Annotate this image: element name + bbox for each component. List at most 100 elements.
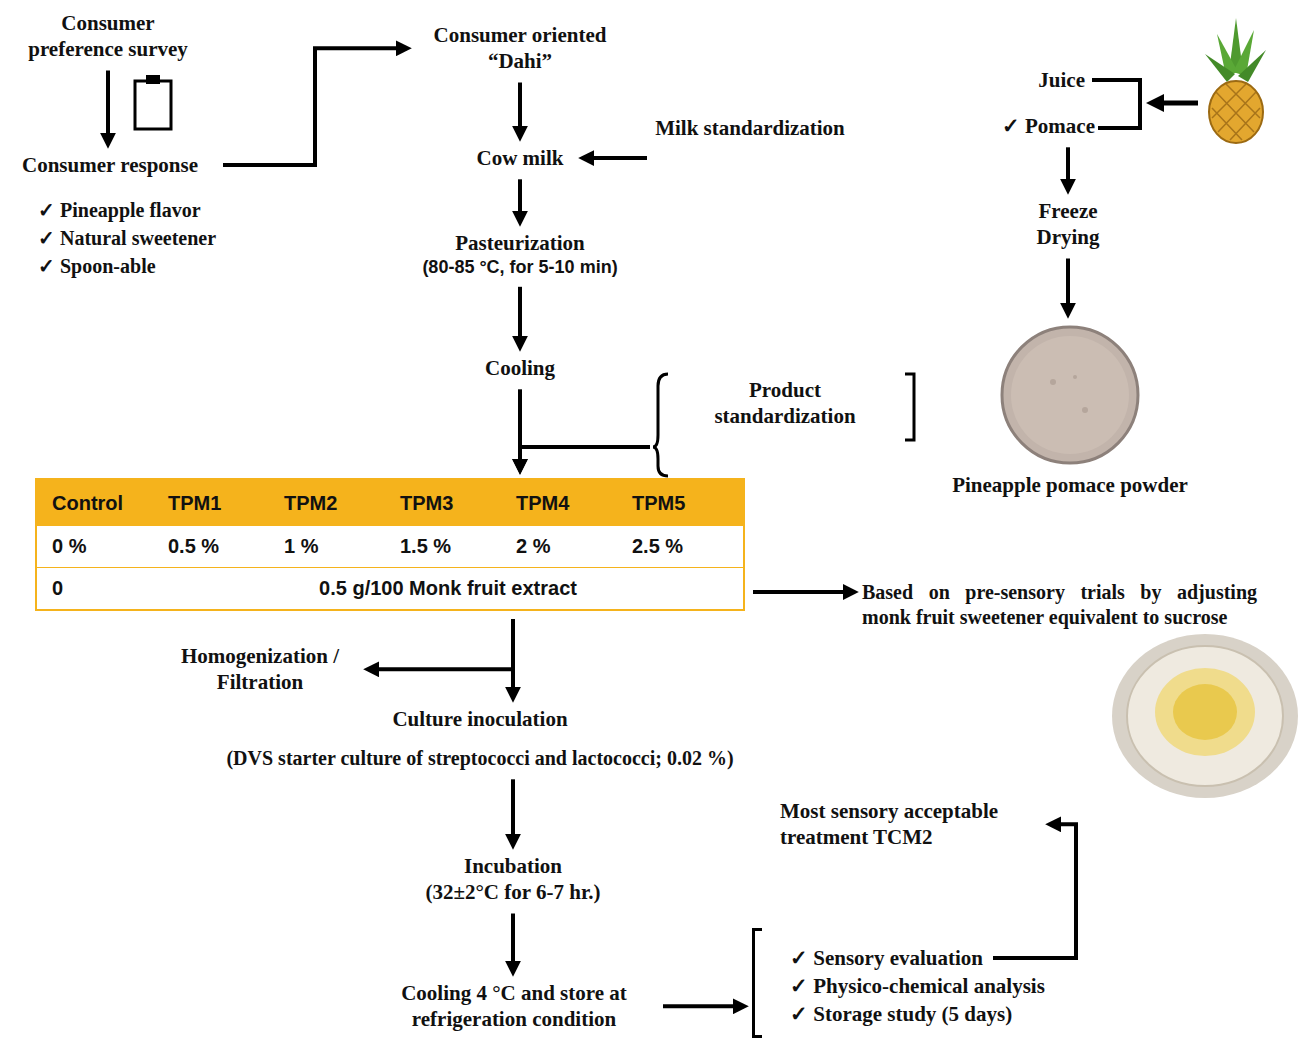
- pineapple-leaf: [1238, 50, 1266, 82]
- flow-arrow: [993, 824, 1076, 958]
- node-text: (32±2°C for 6-7 hr.): [403, 879, 623, 905]
- flow-arrow: [511, 914, 515, 973]
- pineapple-pattern: [1212, 84, 1260, 140]
- node-text: Product standardization: [692, 377, 878, 430]
- flow-arrow: [518, 179, 522, 222]
- check-item: ✓ Natural sweetener: [38, 226, 216, 251]
- survey-step: Consumer preference survey: [13, 10, 203, 63]
- fraction-item: Juice: [995, 67, 1085, 93]
- node-text: Based on pre-sensory trials by adjusting…: [862, 580, 1257, 630]
- flow-arrow: [583, 156, 647, 160]
- dahi-photo: [1112, 634, 1298, 798]
- node-text: Milk standardization: [655, 115, 845, 141]
- table-cell: TPM1: [153, 480, 269, 526]
- table-cell: TPM3: [385, 480, 501, 526]
- node-text: Cow milk: [465, 145, 575, 171]
- flow-arrow: [511, 779, 515, 845]
- node-text: Pasteurization: [395, 230, 645, 256]
- pineapple-illustration: [1205, 18, 1266, 143]
- table-cell: 0: [37, 567, 153, 609]
- square-bracket: [905, 374, 914, 440]
- flow-arrow: [1066, 259, 1070, 315]
- curly-brace: [653, 374, 668, 476]
- node-text: Cooling 4 °C and store at refrigeration …: [373, 980, 655, 1033]
- process-step: Cooling 4 °C and store at refrigeration …: [373, 980, 655, 1033]
- square-bracket: [752, 928, 762, 1038]
- table-cell: 0 %: [37, 526, 153, 567]
- table-cell: 2 %: [501, 526, 617, 567]
- speck: [1050, 379, 1056, 385]
- speck: [1073, 375, 1077, 379]
- powder: [1011, 336, 1129, 454]
- flow-arrow: [1066, 147, 1070, 190]
- pineapple-leaf: [1205, 54, 1235, 82]
- pineapple-body: [1209, 81, 1263, 143]
- flow-arrow: [753, 590, 854, 594]
- treatment-table: ControlTPM1TPM2TPM3TPM4TPM50 %0.5 %1 %1.…: [35, 478, 745, 611]
- flow-arrow: [511, 619, 515, 698]
- node-text: Consumer preference survey: [13, 10, 203, 63]
- table-cell: 0.5 g/100 Monk fruit extract: [153, 567, 743, 609]
- flow-arrow: [106, 71, 110, 145]
- dahi-surface: [1155, 668, 1255, 756]
- node-text: ✓ Physico-chemical analysis: [790, 972, 1045, 1000]
- clipboard-clip: [146, 75, 160, 84]
- clipboard-body: [135, 81, 171, 129]
- bracketed-step: Product standardization: [652, 372, 918, 478]
- table-cell: 1.5 %: [385, 526, 501, 567]
- arrow-head: [1146, 94, 1164, 112]
- node-text: Consumer response: [5, 152, 215, 178]
- flow-arrow: [368, 619, 513, 669]
- node-text: Cooling: [460, 355, 580, 381]
- flow-arrow: [518, 83, 522, 138]
- flow-arrow: [223, 48, 407, 165]
- result-step: Most sensory acceptable treatment TCM2: [780, 798, 1042, 851]
- process-step: Pasteurization(80-85 °C, for 5-10 min): [395, 230, 645, 279]
- table-cell: 2.5 %: [617, 526, 743, 567]
- node-text: (80-85 °C, for 5-10 min): [395, 256, 645, 279]
- powder-figure: Pineapple pomace powder: [935, 322, 1205, 500]
- fraction-item: ✓ Pomace: [985, 113, 1095, 139]
- check-item: ✓ Spoon-able: [38, 254, 156, 279]
- input-step: Milk standardization: [655, 115, 845, 141]
- table-cell: TPM5: [617, 480, 743, 526]
- node-text: Homogenization / Filtration: [160, 643, 360, 696]
- node-text: ✓ Pomace: [985, 113, 1095, 139]
- table-cell: TPM4: [501, 480, 617, 526]
- arrow-line: [1162, 101, 1198, 106]
- process-step: Cooling: [460, 355, 580, 381]
- cup-inner: [1127, 646, 1283, 786]
- bracket-line: [1092, 80, 1140, 128]
- flow-arrow: [518, 287, 522, 347]
- node-text: (DVS starter culture of streptococci and…: [170, 746, 790, 771]
- dahi-center: [1173, 684, 1237, 740]
- node-text: Juice: [995, 67, 1085, 93]
- check-item: ✓ Pineapple flavor: [38, 198, 201, 223]
- juice-pomace-bracket: [1092, 80, 1198, 128]
- response-step: Consumer response: [5, 152, 215, 178]
- process-step: Culture inoculation (DVS starter culture …: [170, 706, 790, 771]
- table-cell: Control: [37, 480, 153, 526]
- node-text: Incubation: [403, 853, 623, 879]
- clipboard-icon: [135, 75, 171, 129]
- cup-rim: [1112, 634, 1298, 798]
- node-text: ✓ Storage study (5 days): [790, 1000, 1012, 1028]
- process-step: Freeze Drying: [1018, 198, 1118, 251]
- analysis-list: ✓ Sensory evaluation✓ Physico-chemical a…: [752, 928, 1087, 1038]
- speck: [1082, 407, 1088, 413]
- node-text: Freeze Drying: [1018, 198, 1118, 251]
- product-step: Consumer oriented “Dahi”: [415, 22, 625, 75]
- process-step: Cow milk: [465, 145, 575, 171]
- node-text: Pineapple pomace powder: [935, 472, 1205, 498]
- note-text: Based on pre-sensory trials by adjusting…: [862, 580, 1257, 630]
- flow-arrow: [520, 447, 650, 470]
- table-cell: 0.5 %: [153, 526, 269, 567]
- process-step: Incubation(32±2°C for 6-7 hr.): [403, 853, 623, 906]
- node-text: Most sensory acceptable treatment TCM2: [780, 798, 1042, 851]
- flow-arrow: [663, 1004, 744, 1008]
- node-text: Consumer oriented “Dahi”: [415, 22, 625, 75]
- table-cell: TPM2: [269, 480, 385, 526]
- powder-dish: [935, 322, 1205, 472]
- node-text: Culture inoculation: [170, 706, 790, 732]
- dish-rim: [1002, 327, 1138, 463]
